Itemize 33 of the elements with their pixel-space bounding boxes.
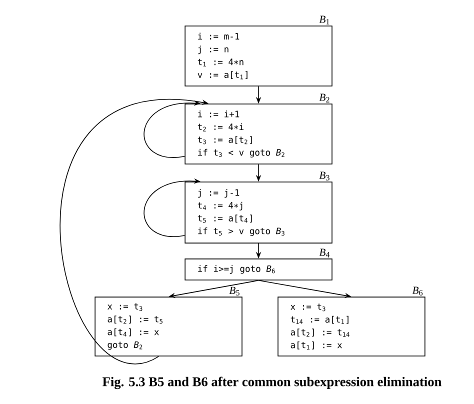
code-block: x := t$_{3}$ a[t$_{2}$] := t$_{5}$ a[t$_{4}$] := x goto B$_{2}$	[94, 296, 242, 356]
node-label: j := n	[198, 46, 228, 54]
block-label: B$_{3}$	[319, 172, 330, 180]
node-label: i := i+1	[198, 110, 240, 118]
code-block: j := j-1 t$_{4}$ := 4∗j t$_{5}$ := a[t$_{4}$] if t$_{5}$ > v goto B$_{3}$	[184, 182, 332, 244]
node-label: t$_{4}$ := 4∗j	[198, 202, 242, 210]
code-block: x := t$_{3}$ t$_{14}$ := a[t$_{1}$] a[t$_{2}$] := t$_{14}$ a[t$_{1}$] := x	[278, 296, 426, 356]
block-label: B$_{6}$	[412, 286, 423, 296]
code-block: i := m-1 j := n t$_{1}$ := 4∗n v := a[t$_{1}$]	[184, 26, 332, 86]
node-label: v := a[t$_{1}$]	[198, 71, 248, 80]
block-label: B$_{5}$	[229, 286, 240, 296]
node-label: if t$_{3}$ < v goto B$_{2}$	[198, 148, 284, 158]
block-label: B$_{4}$	[319, 248, 330, 258]
node-label: x := t$_{3}$	[108, 303, 142, 311]
node-label: if t$_{5}$ > v goto B$_{3}$	[198, 227, 284, 236]
node-label: j := j-1	[198, 189, 240, 198]
node-label: a[t$_{2}$] := t$_{5}$	[108, 316, 162, 324]
code-block: i := i+1 t$_{2}$ := 4∗i t$_{3}$ := a[t$_{2}$] if t$_{3}$ < v goto B$_{2}$	[184, 104, 332, 164]
node-label: a[t$_{4}$] := x	[108, 328, 159, 336]
node-label: t$_{5}$ := a[t$_{4}$]	[198, 214, 252, 223]
node-label: t$_{14}$ := a[t$_{1}$]	[290, 316, 348, 324]
code-block: if i>=j goto B$_{6}$	[184, 258, 332, 280]
node-label: t$_{2}$ := 4∗i	[198, 123, 244, 132]
node-label: t$_{1}$ := 4∗n	[198, 58, 244, 66]
node-label: a[t$_{2}$] := t$_{14}$	[290, 328, 350, 337]
node-label: a[t$_{1}$] := x	[290, 341, 342, 350]
node-label: t$_{3}$ := a[t$_{2}$]	[198, 136, 252, 144]
block-label: B$_{1}$	[319, 16, 330, 24]
node-label: goto B$_{2}$	[108, 341, 142, 350]
block-label: B$_{2}$	[319, 94, 330, 102]
node-label: x := t$_{3}$	[290, 304, 326, 312]
caption: Fig. 5.3 B5 and B6 after common subexpression elimination	[102, 376, 442, 390]
node-label: i := m-1	[198, 32, 240, 40]
